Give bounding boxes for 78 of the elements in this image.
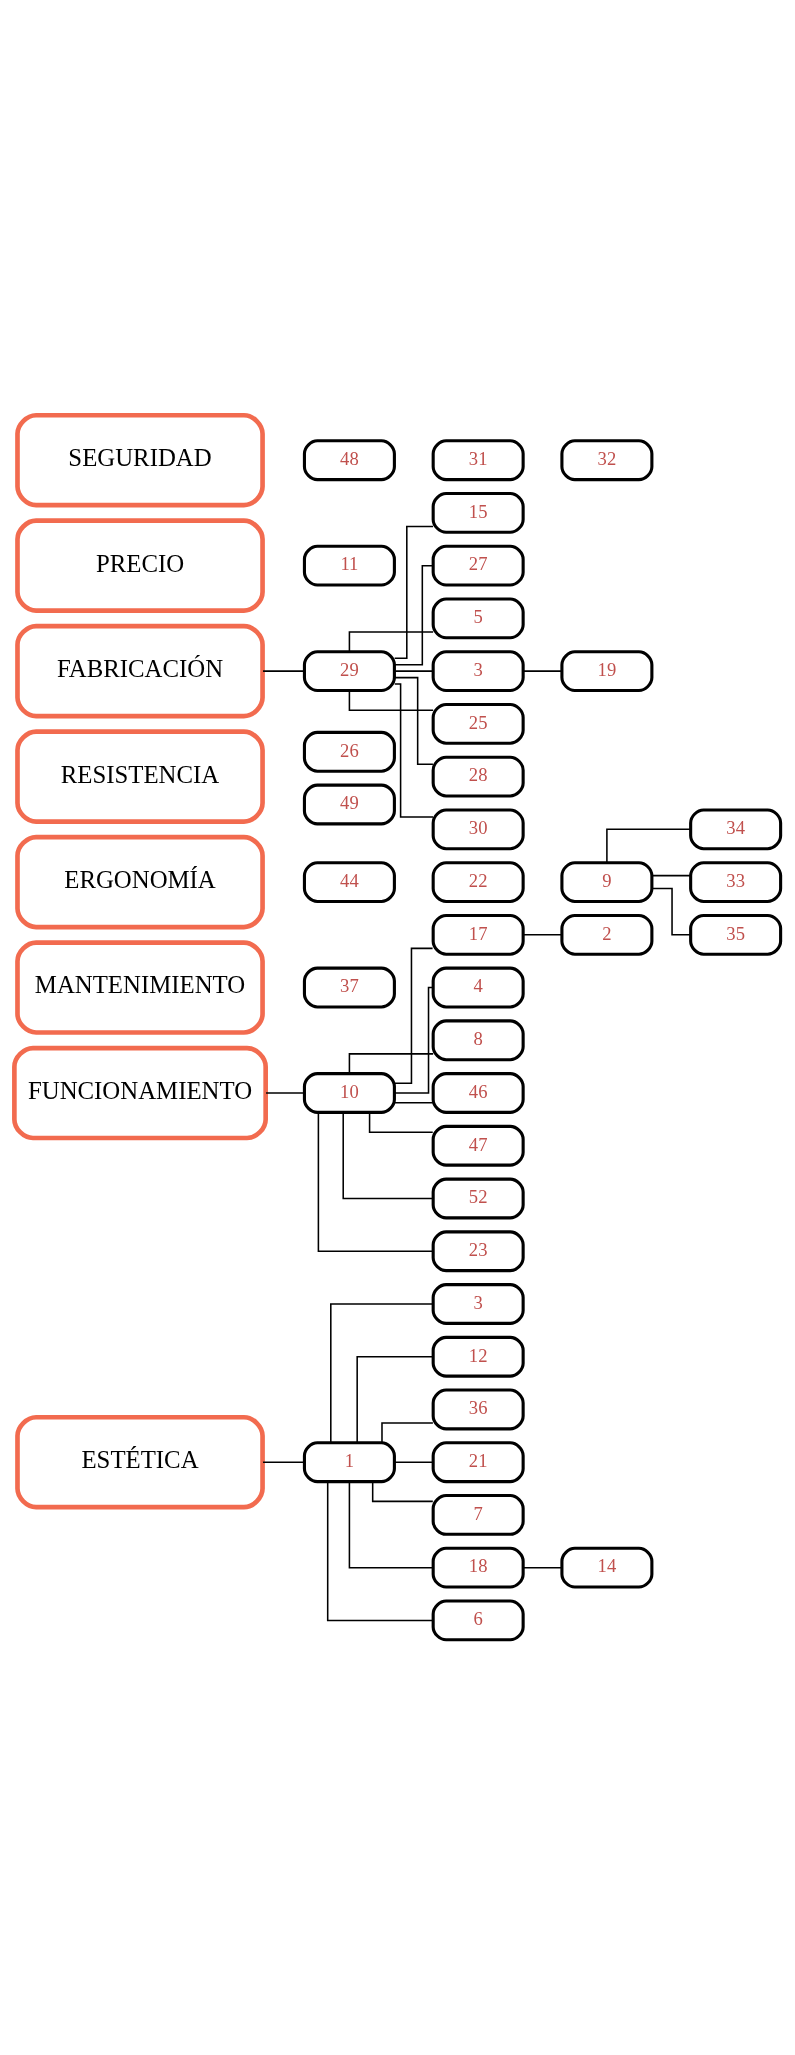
node-box: 44 <box>302 861 396 903</box>
node-box: 11 <box>302 544 396 587</box>
node-box: 23 <box>431 1230 525 1273</box>
node-box: 46 <box>431 1072 525 1114</box>
node-box: RESISTENCIA <box>15 729 265 824</box>
node-box: 33 <box>689 861 783 903</box>
node-box: 29 <box>302 650 396 693</box>
node-box: 9 <box>560 861 654 903</box>
connector <box>393 525 434 659</box>
connector <box>393 564 434 666</box>
node-box: 47 <box>431 1124 525 1167</box>
connector <box>393 947 434 1085</box>
connector <box>651 887 691 936</box>
node-box: 25 <box>431 702 525 745</box>
node-box: 4 <box>431 966 525 1009</box>
node-box: 34 <box>689 808 783 851</box>
connector <box>326 1480 434 1622</box>
node-box: 30 <box>431 808 525 851</box>
node-box: SEGURIDAD <box>15 412 265 508</box>
node-box: 12 <box>431 1335 525 1378</box>
connector <box>317 1111 434 1253</box>
connector <box>371 1481 434 1503</box>
connector <box>381 1422 434 1444</box>
node-box: 7 <box>431 1494 525 1536</box>
node-box: 52 <box>431 1177 525 1220</box>
node-box: ERGONOMÍA <box>15 834 265 930</box>
node-box: 17 <box>431 913 525 956</box>
node-box: 31 <box>431 439 525 482</box>
node-box: 26 <box>302 730 396 773</box>
connector <box>393 986 434 1094</box>
connector <box>522 670 563 672</box>
connector <box>265 1092 305 1094</box>
node-box: 18 <box>431 1546 525 1589</box>
connector <box>393 676 434 765</box>
node-box: 32 <box>560 439 654 482</box>
connector <box>522 1566 563 1569</box>
connector <box>393 670 434 672</box>
connector <box>606 828 692 864</box>
connector <box>393 683 434 818</box>
node-box: 48 <box>302 439 396 482</box>
node-box: 22 <box>431 861 525 903</box>
node-box: PRECIO <box>15 518 265 613</box>
node-box: 1 <box>302 1441 396 1484</box>
node-box: FABRICACIÓN <box>15 623 265 719</box>
node-box: 49 <box>302 783 396 826</box>
node-box: 6 <box>431 1599 525 1642</box>
node-box: 2 <box>560 913 654 956</box>
connector <box>348 1481 434 1569</box>
connector <box>330 1303 434 1444</box>
connector <box>348 689 434 712</box>
connector <box>393 1461 434 1463</box>
connector <box>262 670 305 672</box>
node-box: 3 <box>431 1283 525 1325</box>
node-box: 37 <box>302 966 396 1009</box>
connector <box>262 1461 305 1463</box>
node-box: 15 <box>431 491 525 534</box>
node-box: FUNCIONAMIENTO <box>12 1045 268 1141</box>
connector <box>522 934 563 936</box>
node-box: 14 <box>560 1546 654 1589</box>
node-box: 36 <box>431 1388 525 1431</box>
node-box: 19 <box>560 650 654 693</box>
node-box: MANTENIMIENTO <box>15 940 265 1035</box>
connector <box>651 874 692 877</box>
node-box: 28 <box>431 755 525 798</box>
node-box: 3 <box>431 650 525 693</box>
node-box: ESTÉTICA <box>15 1414 265 1510</box>
connector <box>393 1101 434 1104</box>
node-box: 8 <box>431 1019 525 1062</box>
node-box: 27 <box>431 544 525 587</box>
node-box: 35 <box>689 913 783 956</box>
connector <box>348 1053 434 1075</box>
connector <box>368 1111 434 1133</box>
connector <box>356 1355 434 1444</box>
node-box: 5 <box>431 597 525 640</box>
node-box: 21 <box>431 1441 525 1484</box>
connector <box>348 631 434 653</box>
node-box: 10 <box>302 1072 396 1114</box>
connector <box>342 1112 434 1200</box>
